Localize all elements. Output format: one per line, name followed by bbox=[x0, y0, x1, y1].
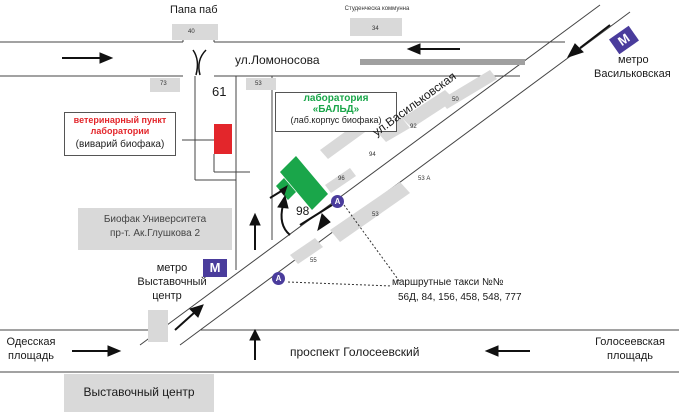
biofac-line-2: пр-т. Ак.Глушкова 2 bbox=[109, 228, 201, 239]
building-53-top bbox=[246, 78, 276, 90]
metro-vystav-1: метро bbox=[156, 262, 188, 274]
odesa-2: площадь bbox=[8, 350, 54, 362]
taxi-line-2: 56Д, 84, 156, 458, 548, 777 bbox=[398, 292, 522, 303]
house-73: 73 bbox=[160, 81, 167, 87]
odesa-1: Одесская bbox=[6, 336, 56, 348]
vasylkivska-buildings bbox=[290, 70, 497, 264]
house-50: 50 bbox=[452, 97, 459, 103]
house-92: 92 bbox=[410, 124, 417, 130]
holosiivskyi-label: проспект Голосеевский bbox=[290, 345, 420, 359]
pub-building bbox=[172, 24, 218, 40]
metro-vystav-icon: М bbox=[203, 259, 227, 277]
house-40: 40 bbox=[188, 29, 195, 35]
vet-building bbox=[214, 124, 232, 154]
house-34: 34 bbox=[372, 26, 379, 32]
expo-label: Выставочный центр bbox=[83, 385, 195, 399]
house-61: 61 bbox=[212, 84, 227, 99]
lab-sub: (лаб.корпус биофака) bbox=[290, 115, 382, 125]
building-73 bbox=[150, 78, 180, 92]
dorm-building bbox=[350, 18, 402, 36]
house-55: 55 bbox=[310, 258, 317, 264]
house-53a: 53 А bbox=[418, 176, 431, 182]
lomonosova-stripe bbox=[360, 59, 525, 65]
lab-title-2: «БАЛЬД» bbox=[312, 104, 360, 115]
road-holosiivskyi bbox=[0, 329, 679, 373]
biofac-building bbox=[78, 208, 232, 250]
vet-leader bbox=[182, 139, 250, 173]
vet-label-box: ветеринарный пункт лаборатории (виварий … bbox=[64, 112, 176, 156]
metro-vystav-3: центр bbox=[152, 290, 182, 302]
direction-arrows bbox=[62, 24, 611, 360]
taxi-leader-lines bbox=[287, 204, 401, 287]
small-building-left bbox=[148, 310, 168, 342]
lab-title-1: лаборатория bbox=[303, 93, 369, 104]
bus-stop-icon-upper: А bbox=[331, 195, 344, 208]
house-98: 98 bbox=[296, 204, 310, 218]
taxi-line-1: маршрутные такси №№ bbox=[392, 277, 504, 288]
house-53-top: 53 bbox=[255, 81, 262, 87]
house-94: 94 bbox=[369, 152, 376, 158]
metro-vystav-2: Выставочный bbox=[137, 276, 207, 288]
holos-sq-2: площадь bbox=[607, 350, 653, 362]
road-glushkova bbox=[194, 76, 273, 270]
house-96: 96 bbox=[338, 176, 345, 182]
house-53b: 53 bbox=[372, 212, 379, 218]
pub-label: Папа паб bbox=[170, 4, 218, 16]
expo-building bbox=[64, 374, 214, 412]
vet-sub: (виварий биофака) bbox=[75, 139, 165, 150]
bus-stop-icon-lower: А bbox=[272, 272, 285, 285]
vet-title: ветеринарный пункт лаборатории bbox=[73, 115, 167, 136]
biofac-line-1: Биофак Университета bbox=[103, 214, 207, 225]
dorm-label: Студенческа коммунна bbox=[344, 6, 410, 12]
holos-sq-1: Голосеевская bbox=[595, 336, 665, 348]
lab-label-box: лаборатория «БАЛЬД» (лаб.корпус биофака) bbox=[275, 92, 397, 132]
lomonosova-label: ул.Ломоносова bbox=[235, 53, 320, 67]
metro-vasyl-1: метро bbox=[618, 54, 649, 66]
metro-vasyl-2: Васильковская bbox=[594, 68, 671, 80]
